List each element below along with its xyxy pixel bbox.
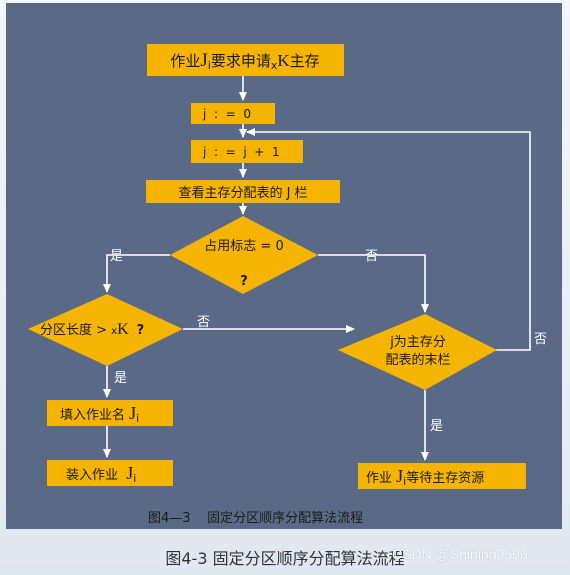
svg-text:装入作业 Ji: 装入作业 Ji — [66, 463, 136, 485]
svg-text:占用标志 = 0: 占用标志 = 0 — [204, 239, 283, 254]
svg-text:作业Ji要求申请xK主存: 作业Ji要求申请xK主存 — [170, 50, 319, 72]
svg-text:分区长度 > xK?: 分区长度 > xK? — [40, 321, 144, 338]
caption: 图4-3 固定分区顺序分配算法流程 — [165, 549, 405, 568]
node-increment: j : = j + 1 — [191, 140, 303, 163]
svg-text:j : = j + 1: j : = j + 1 — [202, 145, 280, 159]
node-wait: 作业 Ji等待主存资源 — [358, 463, 526, 489]
watermark: CSDN @Shining0596 — [392, 546, 528, 562]
node-decision-last-row: j为主存分 配表的末栏 — [338, 314, 497, 390]
node-init: j : = 0 — [191, 103, 275, 124]
node-decision-size: 分区长度 > xK? — [28, 294, 183, 366]
label-yes-size: 是 — [114, 371, 127, 386]
node-load-job: 装入作业 Ji — [47, 460, 173, 486]
node-decision-occupied: 占用标志 = 0 ? — [170, 216, 318, 294]
label-no-size: 否 — [197, 315, 210, 330]
svg-text:填入作业名 Ji: 填入作业名 Ji — [60, 403, 139, 425]
branch-labels: 是 否 否 是 是 否 — [110, 249, 547, 434]
connectors — [103, 76, 531, 461]
node-fill-job-name: 填入作业名 Ji — [47, 400, 173, 426]
svg-text:j : = 0: j : = 0 — [202, 107, 251, 121]
svg-text:配表的末栏: 配表的末栏 — [385, 352, 450, 368]
node-check-table: 查看主存分配表的 J 栏 — [146, 180, 340, 203]
arrow-occupied-yes — [103, 254, 170, 293]
label-no-last: 否 — [534, 332, 547, 347]
arrow-last-no-loop — [246, 128, 531, 351]
figure-title: 图4—3 固定分区顺序分配算法流程 — [148, 511, 363, 526]
label-yes-last: 是 — [430, 419, 443, 434]
arrow-occupied-no — [318, 254, 429, 313]
svg-text:作业 Ji等待主存资源: 作业 Ji等待主存资源 — [366, 466, 484, 488]
svg-text:查看主存分配表的 J 栏: 查看主存分配表的 J 栏 — [178, 185, 307, 201]
label-yes-occupied: 是 — [110, 249, 123, 264]
svg-text:j为主存分: j为主存分 — [389, 335, 446, 350]
node-start: 作业Ji要求申请xK主存 — [147, 44, 344, 76]
label-no-occupied: 否 — [365, 249, 378, 264]
svg-text:?: ? — [240, 274, 248, 289]
